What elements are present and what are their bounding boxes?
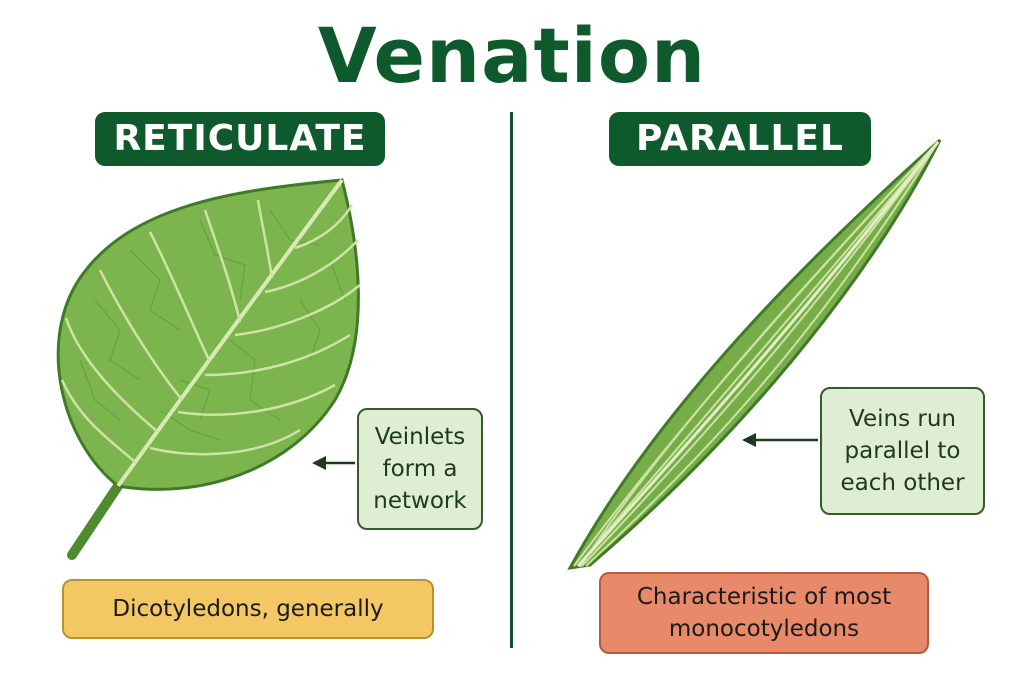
reticulate-note-text: Dicotyledons, generally: [112, 596, 384, 622]
page-title: Venation: [317, 11, 707, 100]
center-divider: [510, 112, 513, 648]
right-arrow-icon: [742, 433, 818, 447]
left-arrow-icon: [312, 456, 355, 470]
reticulate-heading: RETICULATE: [95, 112, 385, 166]
reticulate-callout: Veinlets form a network: [357, 408, 483, 530]
parallel-leaf-icon: [567, 138, 942, 570]
parallel-callout-text: Veins run parallel to each other: [840, 406, 965, 496]
reticulate-callout-text: Veinlets form a network: [373, 424, 467, 514]
reticulate-note: Dicotyledons, generally: [62, 579, 434, 639]
parallel-heading: PARALLEL: [609, 112, 871, 166]
parallel-note-text: Characteristic of most monocotyledons: [636, 584, 892, 642]
parallel-callout: Veins run parallel to each other: [820, 387, 985, 515]
parallel-note: Characteristic of most monocotyledons: [599, 572, 929, 654]
reticulate-leaf-icon: [56, 178, 361, 560]
